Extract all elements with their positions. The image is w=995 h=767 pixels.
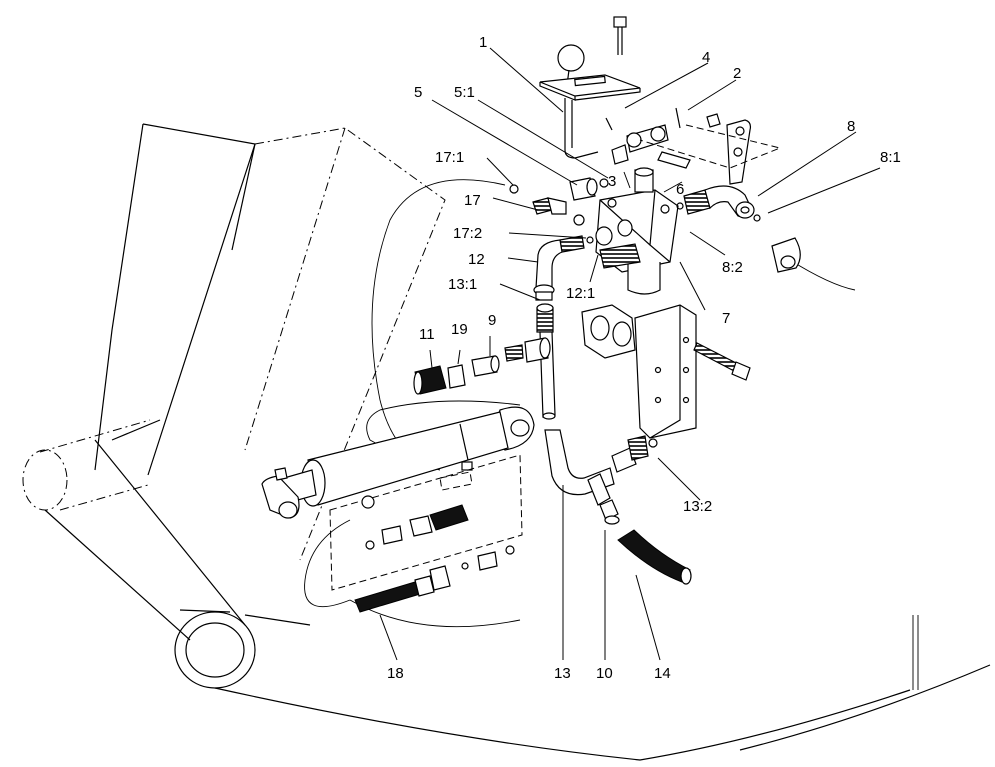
callout-10: 10: [596, 665, 613, 682]
callout-19: 19: [451, 321, 468, 338]
fittings-9-19-11: [413, 337, 551, 395]
callout-11: 11: [419, 326, 435, 343]
callout-17-1: 17:1: [435, 149, 464, 166]
hose-14: [617, 529, 692, 585]
callout-3: 3: [608, 173, 616, 190]
callout-18: 18: [387, 665, 404, 682]
callout-14: 14: [654, 665, 671, 682]
right-bracket: [639, 113, 782, 185]
frame: [22, 123, 991, 761]
elbow-fitting-8: [676, 185, 801, 273]
callout-8: 8: [847, 118, 855, 135]
callout-13-1: 13:1: [448, 276, 477, 293]
callout-8-1: 8:1: [880, 149, 901, 166]
callout-13: 13: [554, 665, 571, 682]
leader-lines: [379, 47, 881, 661]
callout-17: 17: [464, 192, 481, 209]
callout-12: 12: [468, 251, 485, 268]
upper-fittings: [509, 177, 609, 244]
linkage: [605, 107, 691, 169]
hose-18: [354, 565, 451, 613]
valve-body: [595, 167, 679, 295]
callout-6: 6: [676, 181, 684, 198]
callout-9: 9: [488, 312, 496, 329]
callout-5: 5: [414, 84, 422, 101]
callout-4: 4: [702, 49, 710, 66]
callout-5-1: 5:1: [454, 84, 475, 101]
callout-1: 1: [479, 34, 487, 51]
hydraulic-cylinder: [261, 406, 535, 591]
control-lever: [539, 16, 641, 159]
lower-assembly: [361, 495, 515, 571]
elbow-12-tube-13: [533, 235, 658, 525]
callout-8-2: 8:2: [722, 259, 743, 276]
callout-12-1: 12:1: [566, 285, 595, 302]
mounting-plate: [581, 304, 751, 439]
callout-13-2: 13:2: [683, 498, 712, 515]
callout-2: 2: [733, 65, 741, 82]
callout-labels: 1 4 2 5 5:1 8 17:1 8:1 3 6 17 17:2 12 8:…: [387, 34, 901, 682]
callout-17-2: 17:2: [453, 225, 482, 242]
callout-7: 7: [722, 310, 730, 327]
